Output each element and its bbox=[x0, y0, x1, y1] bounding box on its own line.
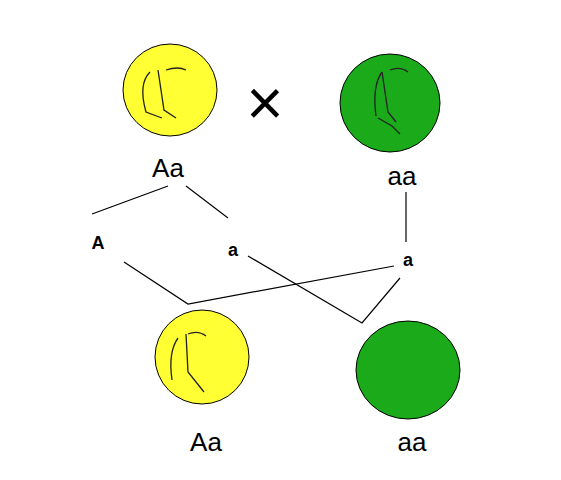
cross-line bbox=[124, 262, 394, 304]
pea-seed: aa bbox=[355, 320, 461, 420]
pea-wrinkle bbox=[188, 332, 206, 336]
pea-wrinkle bbox=[158, 70, 176, 118]
cross-sign: × bbox=[246, 71, 283, 135]
pea-outline bbox=[354, 319, 462, 421]
pea-wrinkle bbox=[390, 68, 408, 72]
pea-wrinkle bbox=[166, 68, 186, 70]
genotype-label: Aa bbox=[152, 153, 184, 184]
cross-line bbox=[248, 256, 400, 323]
pea-circle bbox=[155, 310, 249, 404]
pea-wrinkle bbox=[382, 72, 396, 122]
cross-line bbox=[186, 186, 228, 218]
pea-circle bbox=[340, 54, 440, 152]
pea-circle bbox=[356, 321, 460, 419]
pea-outline bbox=[153, 308, 251, 406]
genotype-label: Aa bbox=[190, 427, 222, 458]
genotype-label: aa bbox=[398, 427, 427, 458]
cross-line bbox=[92, 186, 168, 214]
pea-wrinkle bbox=[378, 118, 400, 134]
pea-wrinkle bbox=[186, 334, 204, 392]
pea-outline bbox=[121, 42, 219, 138]
genotype-label: aa bbox=[388, 161, 417, 192]
pea-seed: aa bbox=[339, 53, 441, 153]
gamete-allele: a bbox=[403, 251, 413, 269]
pea-seed: Aa bbox=[122, 43, 218, 137]
gamete-allele: a bbox=[228, 241, 238, 259]
pea-wrinkle bbox=[375, 72, 382, 116]
gamete-allele: A bbox=[92, 234, 105, 252]
pea-outline bbox=[338, 52, 442, 154]
pea-wrinkle bbox=[171, 338, 178, 380]
cross-line bbox=[405, 192, 406, 242]
pea-circle bbox=[123, 44, 217, 136]
pea-seed: Aa bbox=[154, 309, 250, 405]
